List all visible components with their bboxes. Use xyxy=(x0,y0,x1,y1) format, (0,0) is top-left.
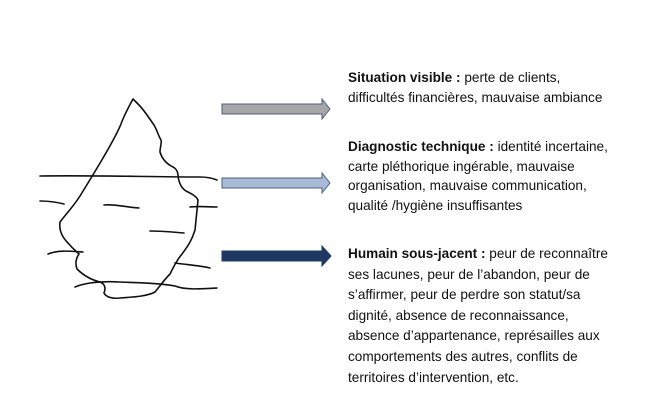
arrow-technical xyxy=(221,171,331,195)
text-line: organisation, mauvaise communication, xyxy=(348,178,587,193)
level-technical-text: Diagnostic technique : identité incertai… xyxy=(348,137,608,215)
wave xyxy=(39,200,65,205)
wave xyxy=(103,204,140,209)
level-label: Diagnostic technique : xyxy=(348,139,494,154)
arrow-human xyxy=(221,244,332,268)
level-label: Situation visible : xyxy=(348,70,461,85)
text-line: ses lacunes, peur de l’abandon, peur de xyxy=(348,266,590,282)
wave xyxy=(149,230,185,234)
text-line: s’affirmer, peur de perdre son statut/sa xyxy=(348,287,581,303)
arrow-visible xyxy=(221,97,331,121)
level-human-text: Humain sous-jacent : peur de reconnaître… xyxy=(348,244,608,388)
text-line: dignité, absence de reconnaissance, xyxy=(348,307,569,323)
text-line: difficultés financières, mauvaise ambian… xyxy=(348,89,603,105)
waterline xyxy=(39,174,218,181)
wave xyxy=(74,280,218,290)
text-line: identité incertaine, xyxy=(497,139,608,154)
level-visible-text: Situation visible : perte de clients, di… xyxy=(348,68,602,107)
text-line: absence d’appartenance, représailles aux xyxy=(348,328,600,344)
text-line: perte de clients, xyxy=(464,70,561,85)
text-line: territoires d’intervention, etc. xyxy=(348,369,519,385)
level-label: Humain sous-jacent : xyxy=(348,246,486,261)
text-line: qualité /hygiène insuffisantes xyxy=(348,197,523,213)
text-line: carte pléthorique ingérable, mauvaise xyxy=(348,158,575,174)
text-line: comportements des autres, conflits de xyxy=(348,348,578,364)
text-line: peur de reconnaître xyxy=(489,246,608,261)
wave xyxy=(174,262,211,269)
iceberg-outline xyxy=(58,98,199,300)
wave xyxy=(47,250,84,255)
